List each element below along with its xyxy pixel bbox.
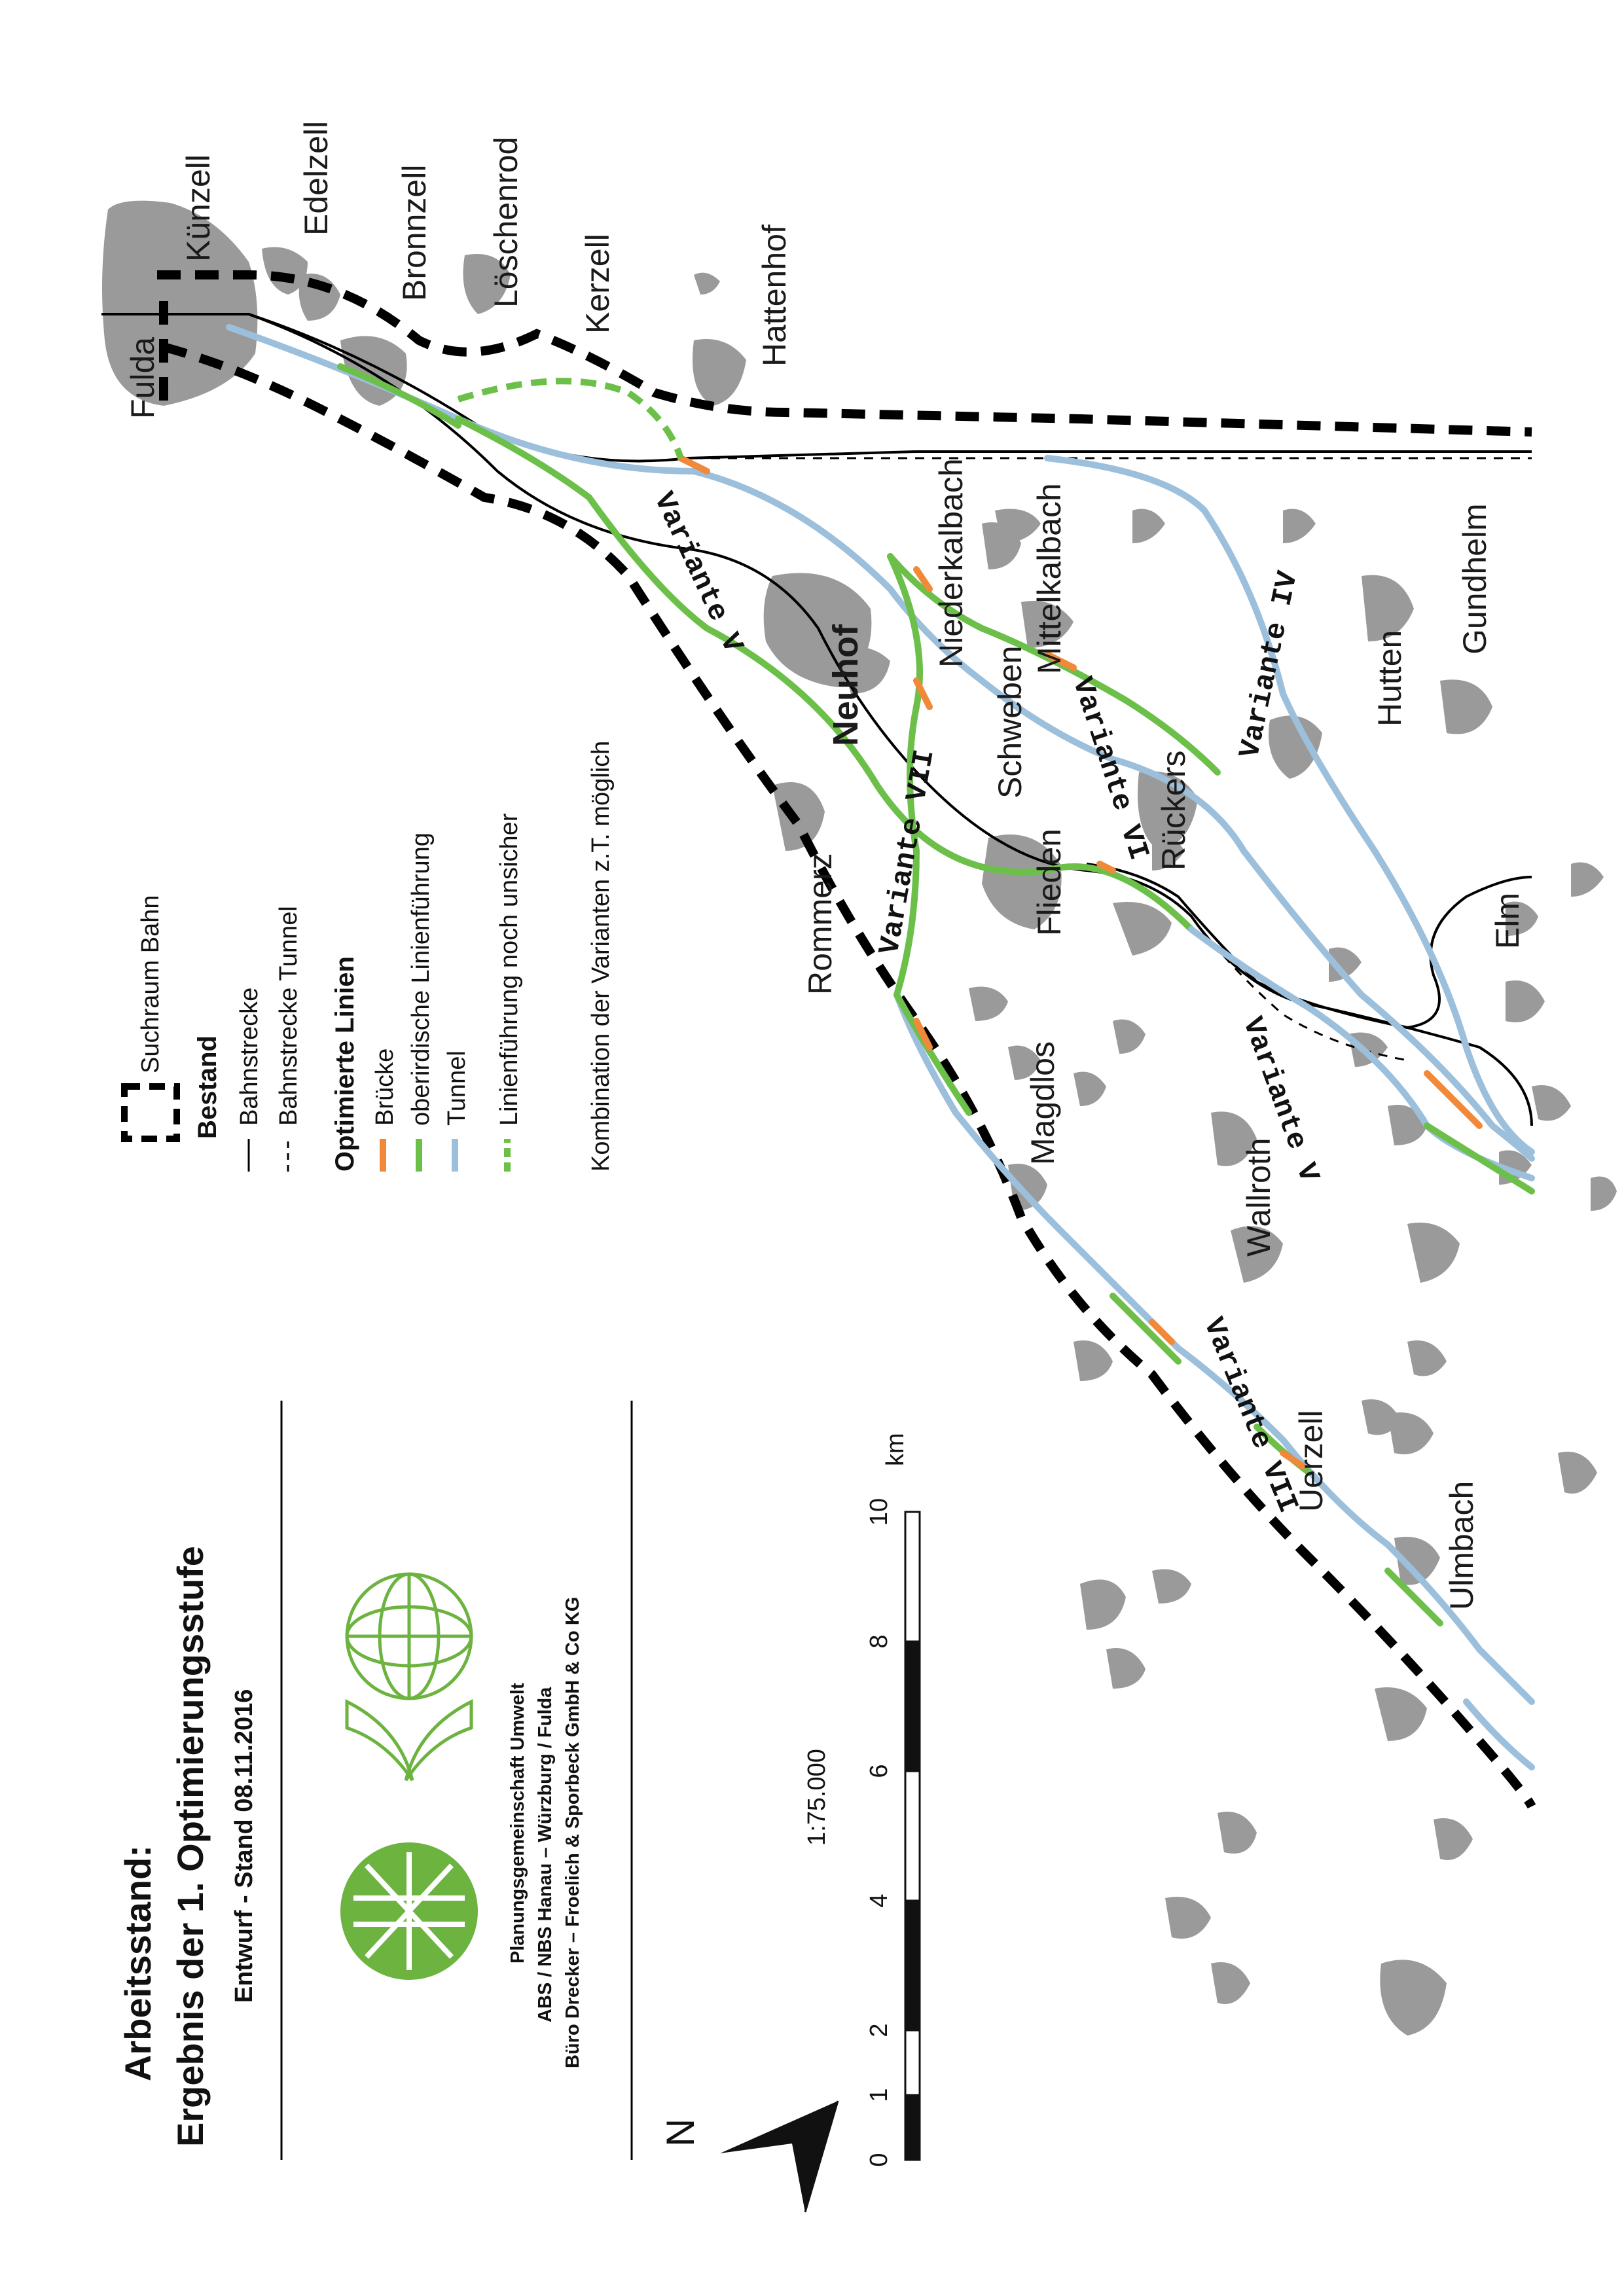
- map-frame: Fulda Künzell Edelzell Bronnzell Löschen…: [101, 121, 1617, 2036]
- place-hattenhof: Hattenhof: [756, 224, 793, 367]
- variant-label-vii-south: Variante VII: [1196, 1314, 1304, 1518]
- scale-tick-label: 10: [865, 1498, 893, 1526]
- place-ulmbach: Ulmbach: [1443, 1481, 1480, 1610]
- credit-line-1: Planungsgemeinschaft Umwelt: [507, 1683, 528, 1964]
- title-line-1: Arbeitsstand:: [117, 1845, 158, 2081]
- scale-segment: [904, 1770, 921, 1902]
- credit-line-3: Büro Drecker – Froelich & Sporbeck GmbH …: [562, 1597, 583, 2068]
- place-elm: Elm: [1489, 893, 1526, 949]
- north-label: N: [659, 2119, 702, 2147]
- north-arrow: N: [659, 2100, 839, 2213]
- credit-line-2: ABS / NBS Hanau – Würzburg / Fulda: [535, 1687, 556, 2022]
- place-fulda: Fulda: [124, 337, 161, 419]
- uncertain-route: [457, 378, 684, 459]
- legend-unsicher-label: Linienführung noch unsicher: [496, 813, 523, 1126]
- place-neuhof: Neuhof: [826, 624, 865, 746]
- legend-oberirdisch-label: oberirdische Linienführung: [407, 833, 435, 1126]
- legend-bahnstrecke-tunnel-label: Bahnstrecke Tunnel: [275, 906, 302, 1126]
- place-labels: Fulda Künzell Edelzell Bronnzell Löschen…: [124, 121, 1526, 1610]
- legend-bahnstrecke-label: Bahnstrecke: [236, 988, 263, 1126]
- scale-segment: [904, 1640, 921, 1772]
- scale-ratio: 1:75.000: [803, 1749, 831, 1846]
- place-gundhelm: Gundhelm: [1456, 503, 1493, 655]
- legend: Suchraum Bahn Bestand Bahnstrecke Bahnst…: [121, 741, 615, 1172]
- scale-segment: [904, 1511, 921, 1643]
- legend-bruecke-label: Brücke: [371, 1049, 399, 1126]
- variant-label-vii-north: Variante VII: [874, 747, 942, 958]
- place-niederkalbach: Niederkalbach: [933, 458, 969, 668]
- scale-bar: 1:75.000 0 1 2 4 6 8 10 km: [803, 1433, 921, 2167]
- place-mittelkalbach: Mittelkalbach: [1031, 483, 1068, 674]
- legend-optimierte-heading: Optimierte Linien: [331, 956, 359, 1172]
- place-wallroth: Wallroth: [1240, 1138, 1277, 1257]
- title-block: Arbeitsstand: Ergebnis der 1. Optimierun…: [117, 1401, 633, 2160]
- legend-suchraum-label: Suchraum Bahn: [137, 895, 164, 1074]
- place-kuenzell: Künzell: [180, 154, 217, 262]
- scale-tick-label: 6: [865, 1764, 893, 1778]
- legend-tunnel-label: Tunnel: [443, 1050, 471, 1126]
- place-edelzell: Edelzell: [298, 121, 334, 236]
- logo-globe-leaf-icon: [345, 1572, 473, 1782]
- scale-tick-label: 4: [865, 1893, 893, 1907]
- place-loeschenrod: Löschenrod: [488, 137, 524, 308]
- settlement-areas: [102, 200, 1617, 2036]
- legend-suchraum-symbol: [121, 1083, 180, 1142]
- place-bronnzell: Bronnzell: [396, 165, 433, 301]
- place-rueckers: Rückers: [1155, 751, 1192, 870]
- existing-railway: [101, 313, 1533, 1126]
- place-kerzell: Kerzell: [579, 234, 616, 334]
- place-hutten: Hutten: [1371, 630, 1408, 726]
- legend-bestand-heading: Bestand: [193, 1035, 222, 1139]
- place-magdlos: Magdlos: [1024, 1041, 1061, 1165]
- place-schweben: Schweben: [992, 646, 1028, 799]
- scale-tick-label: 1: [865, 2088, 893, 2102]
- scale-segment: [904, 1899, 921, 2032]
- place-rommerz: Rommerz: [802, 853, 839, 995]
- scale-segment: [904, 2029, 921, 2096]
- scale-tick-label: 8: [865, 1634, 893, 1648]
- title-line-2: Ergebnis der 1. Optimierungsstufe: [170, 1546, 211, 2147]
- scale-unit: km: [882, 1433, 909, 1466]
- legend-kombination-note: Kombination der Varianten z.T. möglich: [587, 741, 615, 1172]
- place-flieden: Flieden: [1031, 829, 1068, 936]
- search-corridor: [157, 270, 1536, 1809]
- logo-tree-icon: [340, 1842, 478, 1980]
- optimized-routes: [226, 324, 1535, 1770]
- scale-tick-label: 2: [865, 2023, 893, 2037]
- scale-tick-label: 0: [865, 2153, 893, 2166]
- title-line-3: Entwurf - Stand 08.11.2016: [230, 1689, 258, 2003]
- scale-segment: [904, 2094, 921, 2161]
- place-uerzell: Uerzell: [1293, 1410, 1329, 1512]
- north-arrow-icon: [720, 2101, 838, 2212]
